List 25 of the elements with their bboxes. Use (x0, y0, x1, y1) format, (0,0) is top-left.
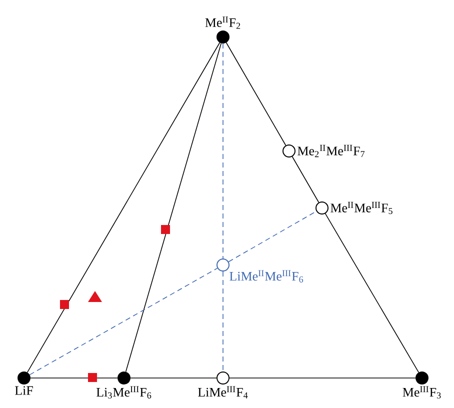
phase-point: Me$^{II}$F$_{2}$ (205, 16, 240, 44)
phase-boundary-line (226, 42, 286, 146)
phase-point: Me$^{III}$F$_{3}$ (402, 372, 441, 398)
tie-line (228, 210, 317, 262)
node-label: LiMe$^{II}$Me$^{III}$F$_{6}$ (230, 270, 304, 283)
node-label: Me$^{III}$F$_{3}$ (402, 386, 441, 399)
phase-point: LiF (15, 372, 33, 395)
node-label: LiMe$^{III}$F$_{4}$ (198, 386, 248, 398)
node-label: Me$^{II}$Me$^{III}$F$_{5}$ (330, 202, 392, 214)
tie-line (222, 271, 224, 372)
tie-line (222, 43, 224, 259)
node-label: Li$_{3}$Me$^{III}$F$_{6}$ (96, 386, 152, 399)
phase-boundary-line (292, 156, 320, 203)
phase-point: Li$_{3}$Me$^{III}$F$_{6}$ (96, 372, 152, 398)
phase-point: LiMe$^{III}$F$_{4}$ (198, 372, 248, 398)
node-label: Me$^{II}$F$_{2}$ (205, 16, 240, 29)
node-label: LiF (14, 386, 33, 395)
node-label: Me$_{2}$$^{II}$Me$^{III}$F$_{7}$ (298, 144, 365, 158)
phase-point: LiMe$^{II}$Me$^{III}$F$_{6}$ (216, 258, 304, 282)
phase-boundary-line (125, 42, 222, 372)
phase-boundary-line (26, 42, 220, 373)
tie-line (29, 268, 218, 376)
phase-boundary-line (324, 213, 420, 373)
phase-point: Me$^{II}$Me$^{III}$F$_{5}$ (316, 202, 392, 214)
phase-point: Me$_{2}$$^{II}$Me$^{III}$F$_{7}$ (282, 144, 365, 158)
